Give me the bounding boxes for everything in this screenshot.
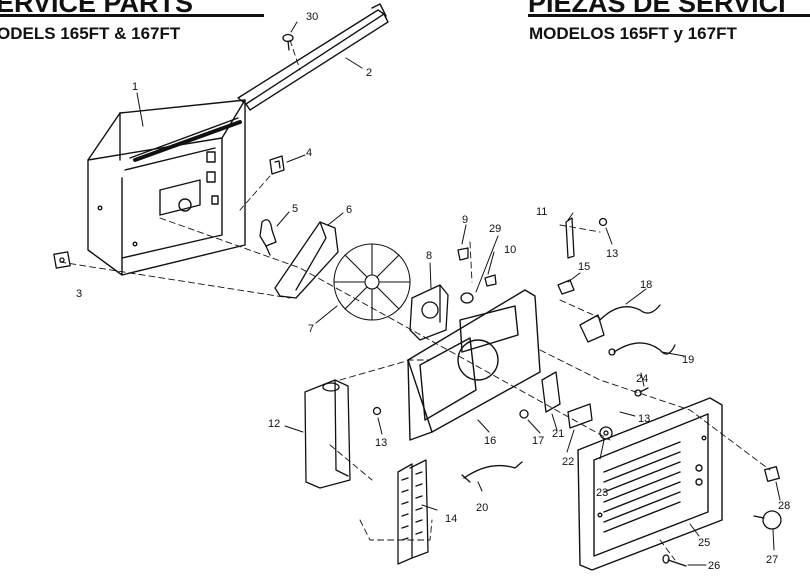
callout-9: 9 — [462, 214, 468, 226]
callout-4: 4 — [306, 147, 312, 159]
thermal-cutout-5 — [259, 219, 277, 256]
screw-26 — [662, 554, 687, 567]
callout-29: 29 — [489, 223, 501, 235]
callout-17: 17 — [532, 435, 544, 447]
callout-2: 2 — [366, 67, 372, 79]
wire-clip-9 — [457, 247, 469, 261]
callout-12: 12 — [268, 418, 280, 430]
callout-21: 21 — [552, 428, 564, 440]
header-left-title: ERVICE PARTS — [0, 0, 194, 18]
wire-lead-20 — [461, 461, 523, 483]
header-right-rule — [528, 14, 810, 17]
callout-8: 8 — [426, 250, 432, 262]
leader-lines — [136, 21, 781, 566]
callout-1: 1 — [132, 81, 138, 93]
callout-11: 11 — [536, 206, 547, 218]
connector-15 — [557, 279, 575, 295]
front-grille-25 — [577, 397, 723, 571]
motor-bracket-6 — [274, 221, 339, 299]
callout-14: 14 — [445, 513, 457, 525]
screw-13-left — [372, 406, 382, 416]
cap-28 — [764, 466, 780, 482]
callout-13-c: 13 — [638, 413, 650, 425]
screw-13-top — [598, 217, 608, 227]
callout-26: 26 — [708, 560, 720, 572]
callout-13-b: 13 — [375, 437, 387, 449]
element-support-12 — [304, 379, 351, 489]
terminal-10 — [484, 274, 497, 287]
mounting-rail — [237, 3, 389, 111]
screw-24 — [634, 387, 649, 397]
clip-4 — [269, 155, 285, 175]
callout-22: 22 — [562, 456, 574, 468]
header-left-subtitle: ODELS 165FT & 167FT — [0, 24, 181, 43]
mounting-plate-16 — [407, 289, 541, 441]
bracket-22 — [567, 403, 593, 429]
header-right-title: PIEZAS DE SERVICI — [528, 0, 786, 18]
grommet-29 — [460, 292, 474, 304]
housing-box — [87, 99, 246, 276]
callout-7: 7 — [308, 323, 314, 335]
callout-30: 30 — [306, 11, 318, 23]
callout-28: 28 — [778, 500, 790, 512]
square-nut-3 — [53, 251, 71, 269]
callout-16: 16 — [484, 435, 496, 447]
assembly-dashed-lines — [59, 39, 771, 561]
heating-element-14 — [397, 459, 429, 565]
callout-6: 6 — [346, 204, 352, 216]
nut-17 — [519, 409, 529, 419]
callout-27: 27 — [766, 554, 778, 566]
callout-10: 10 — [504, 244, 516, 256]
callout-23: 23 — [596, 487, 608, 499]
callout-numbers: 1 2 3 4 5 6 7 8 9 10 11 12 13 13 13 14 1… — [76, 11, 790, 572]
motor-8 — [409, 284, 449, 341]
screw-30 — [282, 33, 294, 51]
callout-18: 18 — [640, 279, 652, 291]
knob-27 — [753, 510, 782, 530]
callout-3: 3 — [76, 288, 82, 300]
callout-19: 19 — [682, 354, 694, 366]
callout-25: 25 — [698, 537, 710, 549]
callout-15: 15 — [578, 261, 590, 273]
callout-13-a: 13 — [606, 248, 618, 260]
thermostat-21 — [541, 371, 561, 413]
fan-blade-7 — [333, 243, 411, 321]
header-left-rule — [0, 14, 264, 17]
callout-5: 5 — [292, 203, 298, 215]
wire-harness-18 — [579, 304, 661, 343]
power-cord-19 — [608, 342, 676, 356]
bracket-11 — [565, 217, 575, 259]
callout-20: 20 — [476, 502, 488, 514]
callout-24: 24 — [636, 373, 648, 385]
header-right-subtitle: MODELOS 165FT y 167FT — [529, 24, 737, 43]
